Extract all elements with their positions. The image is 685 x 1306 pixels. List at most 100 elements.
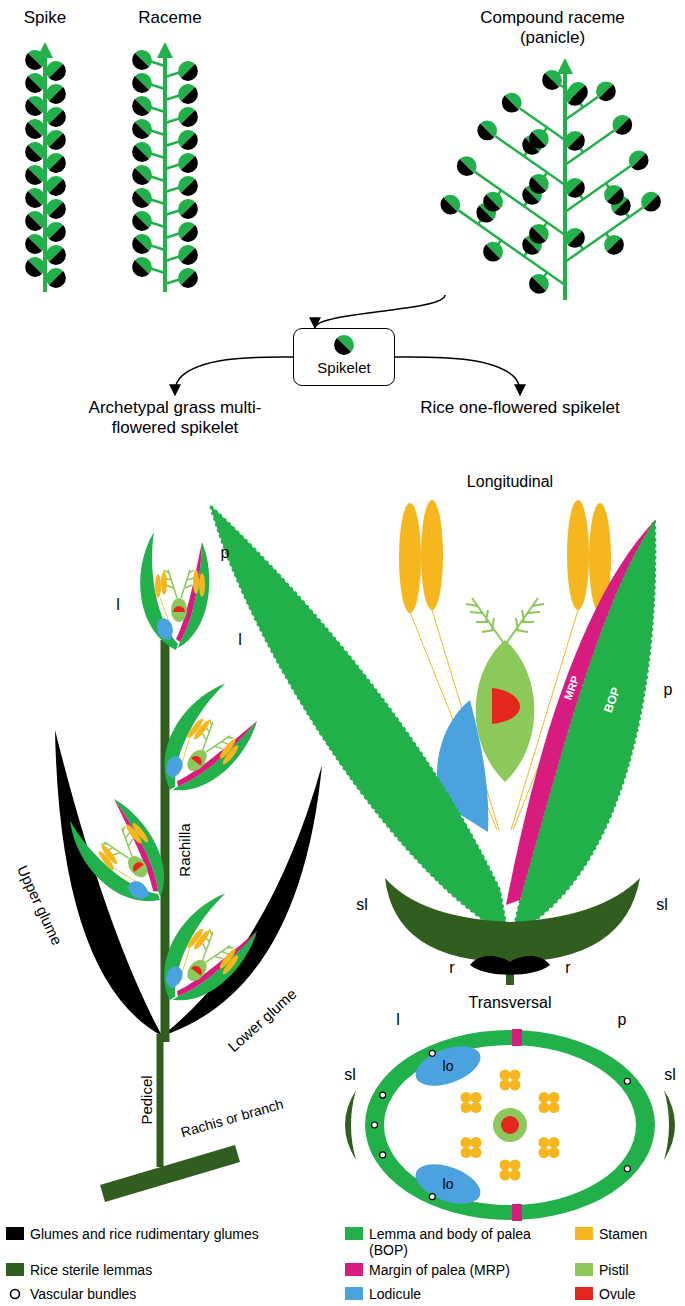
box-label: Spikelet bbox=[294, 359, 394, 377]
spikelet-icon bbox=[25, 122, 42, 139]
stamen bbox=[567, 500, 589, 610]
spikelet-icon bbox=[132, 191, 149, 208]
spikelet-icon bbox=[49, 248, 66, 265]
vascular-bundle bbox=[624, 1166, 630, 1172]
part-label: lo bbox=[443, 1059, 454, 1073]
legend-swatch bbox=[345, 1263, 363, 1276]
pedicel bbox=[157, 1034, 164, 1167]
stamen bbox=[500, 1070, 511, 1081]
vascular-bundle bbox=[380, 1152, 386, 1158]
spikelet-icon bbox=[178, 84, 198, 104]
ovule bbox=[492, 688, 520, 724]
palea-margin bbox=[512, 1029, 522, 1046]
spikelet-icon bbox=[596, 81, 616, 101]
legend-text: Glumes and rice rudimentary glumes bbox=[30, 1226, 259, 1242]
stamen bbox=[461, 1070, 560, 1181]
pedicel bbox=[565, 166, 631, 212]
part-label: Longitudinal bbox=[467, 474, 553, 490]
spikelet-icon bbox=[181, 225, 198, 242]
spikelet-icon bbox=[477, 123, 494, 140]
spikelet-icon bbox=[529, 129, 549, 149]
legend-swatch bbox=[345, 1287, 363, 1300]
vascular-bundle bbox=[372, 1050, 631, 1199]
legend-swatch bbox=[575, 1263, 593, 1276]
spikelet-icon bbox=[568, 181, 585, 198]
spikelet-icon bbox=[529, 174, 549, 194]
stamen bbox=[538, 1092, 549, 1103]
heading: Rice one-flowered spikelet bbox=[420, 398, 620, 418]
spikelet-icon bbox=[457, 159, 474, 176]
legend-text: Margin of palea (MRP) bbox=[369, 1262, 510, 1278]
stamen bbox=[471, 1147, 482, 1158]
spikelet-icon bbox=[25, 50, 45, 70]
spikelet-icon bbox=[440, 195, 460, 215]
spikelet-icon bbox=[25, 257, 45, 277]
spikelet-heading: Archetypal grass multi-flowered spikelet bbox=[40, 395, 310, 445]
sterile-lemma bbox=[385, 878, 640, 962]
spikelet-icon bbox=[132, 211, 152, 231]
spikelet-icon bbox=[178, 130, 198, 150]
spikelet-icon bbox=[132, 237, 149, 254]
lemma bbox=[210, 505, 508, 935]
legend-item: Margin of palea (MRP) bbox=[345, 1262, 510, 1278]
spikelet-icon bbox=[132, 73, 152, 93]
stamen bbox=[538, 1147, 549, 1158]
stamen bbox=[461, 1147, 472, 1158]
part-label: p bbox=[618, 1012, 627, 1028]
spikelet-icon bbox=[178, 199, 198, 219]
stamen bbox=[500, 1170, 511, 1181]
spikelet-icon bbox=[132, 119, 152, 139]
rachis bbox=[100, 1145, 240, 1202]
stamen bbox=[461, 1092, 472, 1103]
spikelet-icon bbox=[529, 224, 549, 244]
spikelet-icon bbox=[483, 242, 503, 262]
spikelet-icon bbox=[181, 133, 198, 150]
spikelet-icon bbox=[25, 211, 45, 231]
spikelet-icon bbox=[607, 238, 624, 255]
spikelet-icon bbox=[178, 176, 198, 196]
spikelet-icon bbox=[49, 271, 66, 288]
part-label: sl bbox=[664, 1067, 676, 1083]
spikelet-icon bbox=[132, 214, 149, 231]
legend-swatch bbox=[345, 1227, 363, 1240]
spikelet-icon bbox=[25, 237, 42, 254]
pedicel bbox=[495, 136, 565, 185]
legend-item: Vascular bundles bbox=[6, 1286, 136, 1302]
spikelet-icon bbox=[565, 131, 585, 151]
part-label: sl bbox=[356, 897, 368, 913]
spikelet-icon bbox=[483, 195, 500, 212]
legend-swatch bbox=[575, 1287, 593, 1300]
spikelet-icon bbox=[529, 177, 546, 194]
spikelet-icon bbox=[502, 93, 522, 113]
spikelet-icon bbox=[132, 260, 149, 277]
spikelet-icon bbox=[46, 245, 66, 265]
heading: Spike bbox=[0, 8, 90, 28]
legend-text: Ovule bbox=[599, 1286, 636, 1302]
spikelet-icon bbox=[25, 165, 45, 185]
sterile-lemma bbox=[664, 1090, 675, 1160]
spikelet-icon bbox=[644, 195, 661, 212]
part-label: sl bbox=[344, 1067, 356, 1083]
spikelet-icon bbox=[25, 119, 45, 139]
spikelet-icon bbox=[132, 50, 152, 70]
spikelet-icon bbox=[178, 153, 198, 173]
spikelet-icon bbox=[529, 132, 546, 149]
spikelet-icon bbox=[132, 234, 152, 254]
connector-arrow bbox=[315, 295, 445, 328]
part-label: l bbox=[116, 597, 120, 613]
ovule bbox=[501, 1116, 519, 1134]
heading: Archetypal grass multi-flowered spikelet bbox=[68, 398, 283, 439]
stamen bbox=[548, 1102, 559, 1113]
stamen bbox=[421, 500, 443, 610]
archetypal-spikelet bbox=[142, 675, 269, 811]
spikelet-icon bbox=[132, 99, 149, 116]
spikelet-icon bbox=[49, 225, 66, 242]
lodicule bbox=[410, 1038, 486, 1093]
spikelet-icon bbox=[181, 248, 198, 265]
rice-longitudinal bbox=[210, 500, 655, 985]
legend-item: Stamen bbox=[575, 1226, 647, 1242]
spikelet-icon bbox=[542, 73, 559, 90]
spikelet-icon bbox=[181, 202, 198, 219]
legend-text: Lodicule bbox=[369, 1286, 421, 1302]
pistil bbox=[476, 640, 535, 782]
